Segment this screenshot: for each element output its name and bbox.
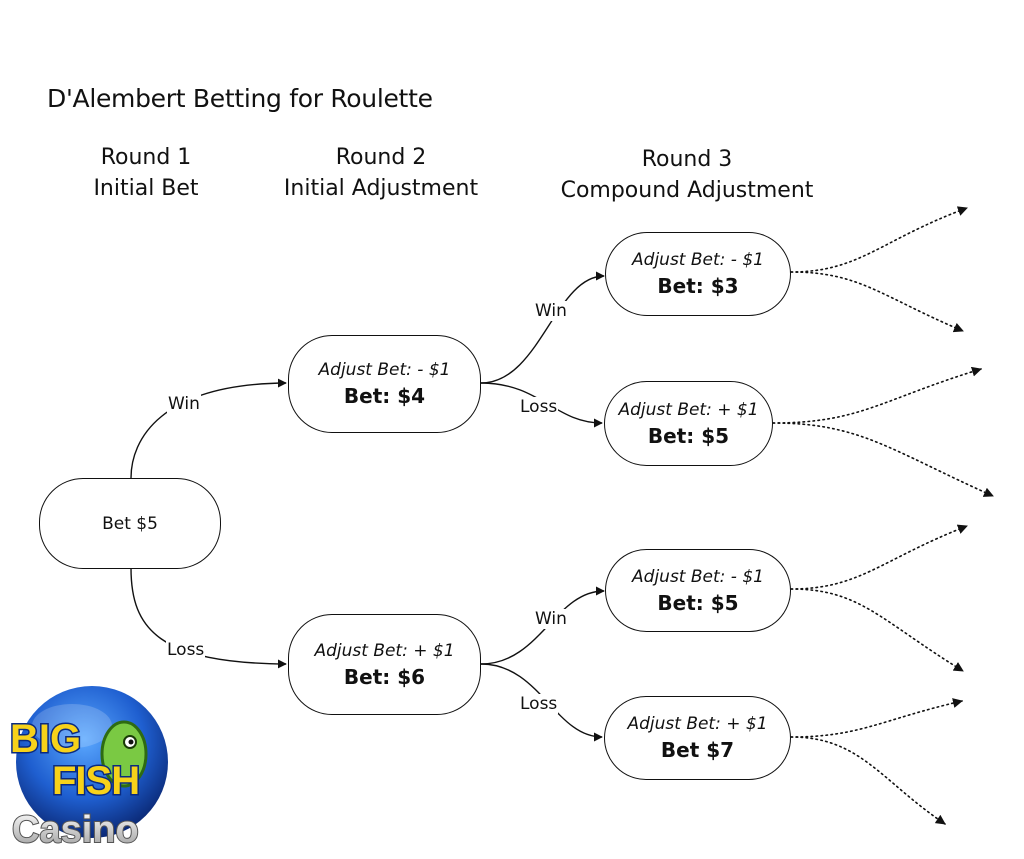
node-r3-loss-win: Adjust Bet: - $1 Bet: $5 — [605, 549, 791, 632]
dotted-out-3b — [790, 588, 964, 672]
edge-label-win-r1: Win — [167, 394, 201, 414]
edge-label-win-r2-top: Win — [534, 301, 568, 321]
edge-label-loss-r2-top: Loss — [519, 397, 559, 417]
logo-word-fish: FISH — [52, 759, 139, 803]
node-r3-win-win: Adjust Bet: - $1 Bet: $3 — [605, 232, 791, 316]
column-header-round-2-line1: Round 2 — [335, 145, 427, 170]
column-header-round-1: Round 1 Initial Bet — [80, 142, 212, 204]
node-r3-loss-loss-bet: Bet $7 — [660, 738, 735, 762]
node-r2-loss-bet: Bet: $6 — [343, 664, 426, 689]
edge-start-to-r2-win — [130, 378, 287, 479]
dotted-out-2b — [772, 422, 994, 497]
column-header-round-2: Round 2 Initial Adjustment — [272, 142, 490, 204]
node-r3-win-win-bet: Bet: $3 — [657, 274, 739, 298]
column-header-round-3-line1: Round 3 — [641, 147, 733, 172]
node-r3-win-loss-adjust: Adjust Bet: + $1 — [618, 399, 759, 420]
logo-word-casino: Casino — [12, 809, 139, 851]
edge-label-loss-r2-bottom: Loss — [519, 694, 559, 714]
column-header-round-3: Round 3 Compound Adjustment — [548, 144, 826, 206]
dotted-out-1b — [790, 271, 964, 333]
node-r3-win-win-adjust: Adjust Bet: - $1 — [632, 250, 764, 270]
edge-r2-win-to-r3-win — [480, 271, 605, 384]
node-start-label: Bet $5 — [102, 513, 158, 534]
column-header-round-1-line2: Initial Bet — [93, 176, 199, 201]
node-r3-loss-loss: Adjust Bet: + $1 Bet $7 — [604, 696, 791, 780]
node-r3-loss-win-adjust: Adjust Bet: - $1 — [632, 566, 764, 587]
logo-word-big: BIG — [10, 717, 81, 761]
node-r3-loss-win-bet: Bet: $5 — [657, 590, 739, 615]
edge-label-win-r2-bottom: Win — [534, 609, 568, 629]
node-r2-win-bet: Bet: $4 — [343, 384, 426, 408]
dotted-out-4b — [790, 736, 946, 825]
node-r3-win-loss: Adjust Bet: + $1 Bet: $5 — [604, 381, 773, 466]
column-header-round-1-line1: Round 1 — [100, 145, 192, 170]
node-r2-loss-adjust: Adjust Bet: + $1 — [314, 640, 455, 661]
diagram-title: D'Alembert Betting for Roulette — [47, 84, 433, 113]
node-r2-win: Adjust Bet: - $1 Bet: $4 — [288, 335, 481, 433]
node-r2-loss: Adjust Bet: + $1 Bet: $6 — [288, 614, 481, 715]
node-r3-loss-loss-adjust: Adjust Bet: + $1 — [627, 714, 768, 734]
node-r2-win-adjust: Adjust Bet: - $1 — [318, 360, 451, 380]
column-header-round-2-line2: Initial Adjustment — [283, 176, 479, 201]
column-header-round-3-line2: Compound Adjustment — [560, 178, 814, 203]
big-fish-casino-logo: BIG FISH Casino — [9, 686, 168, 852]
dotted-out-3a — [790, 524, 968, 590]
edge-start-to-r2-loss — [130, 567, 287, 669]
dotted-out-2a — [772, 366, 982, 424]
node-start: Bet $5 — [39, 478, 221, 569]
dotted-out-1a — [790, 206, 968, 273]
dotted-out-4a — [790, 698, 963, 738]
node-r3-win-loss-bet: Bet: $5 — [647, 423, 730, 448]
edge-label-loss-r1: Loss — [166, 640, 206, 660]
